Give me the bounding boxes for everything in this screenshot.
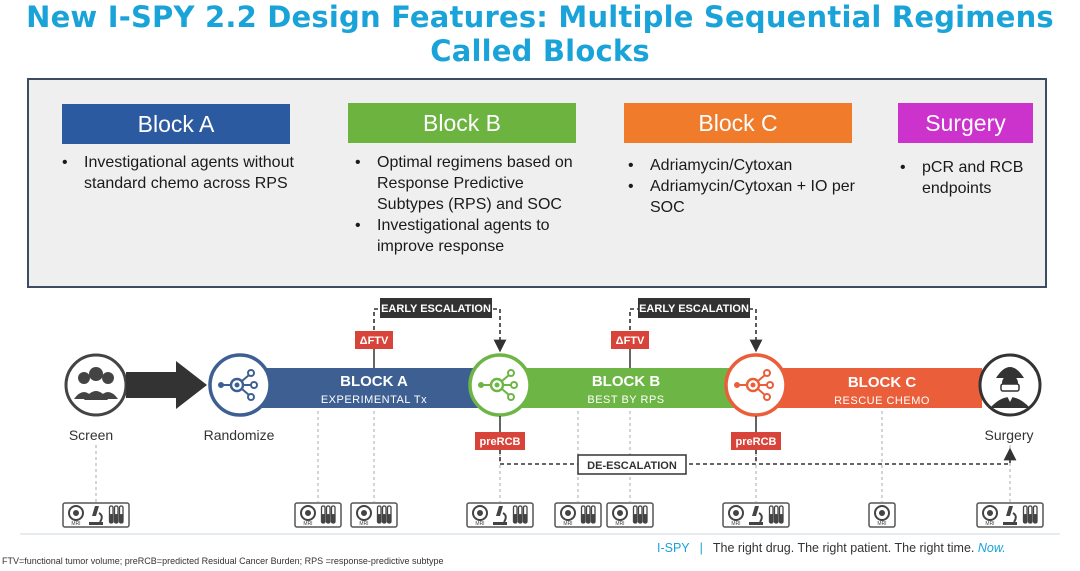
de-escalation-path: DE-ESCALATION — [499, 416, 1017, 475]
assessment-group: MRI — [976, 502, 1044, 528]
early-escalation-2-label: EARLY ESCALATION — [639, 303, 749, 315]
block-b-bullets: Optimal regimens based on Response Predi… — [355, 152, 585, 257]
screen-label: Screen — [69, 427, 113, 443]
assessment-group: MRI — [294, 502, 342, 528]
footer-separator: | — [699, 541, 703, 555]
early-escalation-1-label: EARLY ESCALATION — [381, 303, 491, 315]
early-escalation-1: EARLY ESCALATION ΔFTV — [355, 298, 507, 368]
block-a-bar — [262, 368, 482, 408]
block-b-bar-title: BLOCK B — [592, 373, 660, 390]
microscope-icon — [493, 506, 507, 525]
block-a-header: Block A — [62, 104, 290, 144]
mri-icon: MRI — [356, 505, 372, 527]
mri-icon-label: MRI — [615, 521, 624, 527]
surgeon-icon — [978, 353, 1042, 417]
test-tubes-icon — [376, 505, 392, 524]
mri-icon-label: MRI — [359, 521, 368, 527]
mri-icon: MRI — [560, 505, 576, 527]
assessment-group: MRI — [62, 502, 130, 528]
mri-icon-label: MRI — [731, 521, 740, 527]
definitions-footnote: FTV=functional tumor volume; preRCB=pred… — [2, 556, 444, 566]
title-line-1: New I-SPY 2.2 Design Features: Multiple … — [26, 0, 1054, 34]
mri-icon: MRI — [300, 505, 316, 527]
mri-icon-label: MRI — [475, 521, 484, 527]
mri-icon-label: MRI — [877, 521, 886, 527]
test-tubes-icon — [632, 505, 648, 524]
test-tubes-icon — [108, 505, 124, 524]
test-tubes-icon — [580, 505, 596, 524]
early-escalation-2: EARLY ESCALATION ΔFTV — [611, 298, 763, 368]
test-tubes-icon — [768, 505, 784, 524]
pre-rcb-tag-1 — [475, 432, 525, 450]
surgery-label: Surgery — [984, 427, 1033, 443]
tagline-now: Now. — [977, 541, 1006, 555]
surgery-bullet: pCR and RCB endpoints — [900, 157, 1050, 199]
pre-rcb-tag-2 — [731, 432, 781, 450]
de-escalation-label: DE-ESCALATION — [587, 460, 677, 472]
mri-icon: MRI — [68, 505, 84, 527]
surgery-header: Surgery — [898, 103, 1033, 143]
mri-icon-label: MRI — [71, 521, 80, 527]
assessment-icons: MRI MRI MRI MRI MRI MRI MRI MRI MRI — [62, 502, 1044, 528]
test-tubes-icon — [320, 505, 336, 524]
assessment-group: MRI — [868, 502, 896, 528]
test-tubes-icon — [512, 505, 528, 524]
block-a-bar-title: BLOCK A — [340, 373, 408, 390]
surgery-bullets: pCR and RCB endpoints — [900, 157, 1050, 199]
screen-to-randomize-arrow — [126, 361, 207, 409]
block-b-header: Block B — [348, 103, 576, 143]
delta-ftv-tag-1: ΔFTV — [360, 335, 389, 347]
mri-icon: MRI — [612, 505, 628, 527]
timeline-guides — [95, 405, 1011, 502]
block-b-decision-node-icon — [468, 353, 532, 417]
mri-icon: MRI — [728, 505, 744, 527]
block-c-bullet: Adriamycin/Cytoxan — [628, 155, 868, 176]
mri-icon-label: MRI — [303, 521, 312, 527]
brand-name: I-SPY — [657, 541, 690, 555]
block-a-bullet: Investigational agents without standard … — [62, 152, 322, 194]
block-b-bullet: Optimal regimens based on Response Predi… — [355, 152, 585, 215]
randomize-label: Randomize — [204, 427, 275, 443]
mri-icon-label: MRI — [563, 521, 572, 527]
microscope-icon — [89, 506, 103, 525]
tagline: The right drug. The right patient. The r… — [712, 541, 975, 555]
block-c-bar-title: BLOCK C — [848, 374, 916, 391]
block-b-bar-subtitle: BEST BY RPS — [587, 394, 664, 406]
title-line-2: Called Blocks — [430, 34, 650, 68]
delta-ftv-tag-2: ΔFTV — [616, 335, 645, 347]
block-b-bullet: Investigational agents to improve respon… — [355, 215, 585, 257]
assessment-group: MRI — [722, 502, 790, 528]
mri-icon: MRI — [472, 505, 488, 527]
tagline-footer: I-SPY | The right drug. The right patient.… — [657, 541, 1006, 555]
block-a-bullets: Investigational agents without standard … — [62, 152, 322, 194]
mri-icon: MRI — [874, 505, 890, 527]
microscope-icon — [749, 506, 763, 525]
block-c-header: Block C — [624, 103, 852, 143]
test-tubes-icon — [1022, 505, 1038, 524]
pre-rcb-tag-2-label: preRCB — [736, 436, 777, 448]
mri-icon: MRI — [982, 505, 998, 527]
assessment-group: MRI — [606, 502, 654, 528]
pre-rcb-tag-1-label: preRCB — [480, 436, 521, 448]
block-c-decision-node-icon — [724, 353, 788, 417]
screen-people-icon — [64, 353, 128, 417]
randomize-node-icon — [208, 353, 272, 417]
block-c-bullets: Adriamycin/Cytoxan Adriamycin/Cytoxan + … — [628, 155, 868, 218]
block-b-bar — [520, 368, 740, 408]
assessment-group: MRI — [350, 502, 398, 528]
block-a-bar-subtitle: EXPERIMENTAL Tx — [321, 394, 427, 406]
assessment-group: MRI — [554, 502, 602, 528]
block-c-bar-subtitle: RESCUE CHEMO — [834, 395, 930, 407]
assessment-group: MRI — [466, 502, 534, 528]
microscope-icon — [1003, 506, 1017, 525]
block-c-bullet: Adriamycin/Cytoxan + IO per SOC — [628, 176, 868, 218]
block-c-bar — [778, 368, 982, 408]
mri-icon-label: MRI — [985, 521, 994, 527]
